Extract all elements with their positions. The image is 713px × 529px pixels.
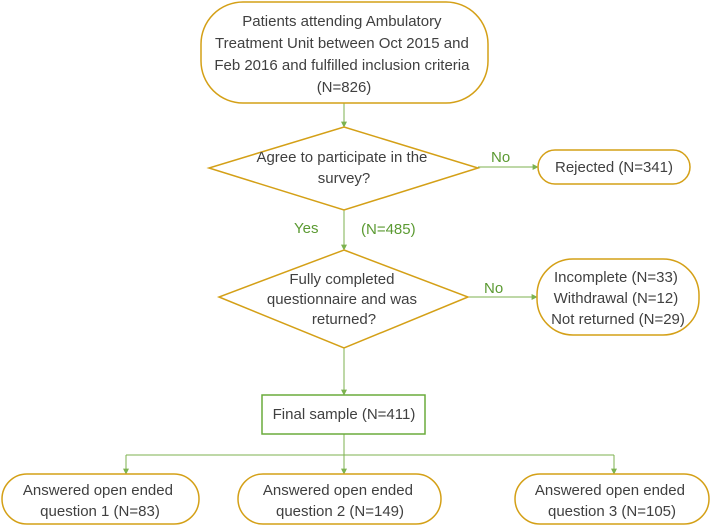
connectors xyxy=(123,103,617,475)
start-line-1: Patients attending Ambulatory xyxy=(242,13,442,30)
node-excluded: Incomplete (N=33) Withdrawal (N=12) Not … xyxy=(536,258,700,336)
rejected-label: Rejected (N=341) xyxy=(555,159,673,176)
question3-line-1: Answered open ended xyxy=(535,482,685,499)
question2-line-2: question 2 (N=149) xyxy=(276,503,404,520)
start-label: Patients attending Ambulatory Treatment … xyxy=(214,13,473,96)
question2-line-1: Answered open ended xyxy=(263,482,413,499)
question1-line-1: Answered open ended xyxy=(23,482,173,499)
node-decision-participate: Agree to participate in the survey? xyxy=(206,126,481,211)
excluded-line-1: Incomplete (N=33) xyxy=(554,269,678,286)
final-sample-process-shape xyxy=(261,394,426,435)
participate-decision-shape xyxy=(206,126,481,211)
completed-line-2: questionnaire and was xyxy=(267,291,417,308)
final-sample-label: Final sample (N=411) xyxy=(273,406,416,423)
node-question-3: Answered open ended question 3 (N=105) xyxy=(514,473,710,525)
excluded-line-2: Withdrawal (N=12) xyxy=(554,290,679,307)
question3-terminal-shape xyxy=(514,473,710,525)
start-line-3: Feb 2016 and fulfilled inclusion criteri… xyxy=(214,57,470,74)
edge-labels: No Yes (N=485) No xyxy=(294,149,510,297)
participate-label: Agree to participate in the survey? xyxy=(256,149,431,187)
excluded-terminal-shape xyxy=(536,258,700,336)
label-yes-participate: Yes xyxy=(294,220,318,237)
excluded-line-3: Not returned (N=29) xyxy=(551,311,685,328)
node-start: Patients attending Ambulatory Treatment … xyxy=(200,1,489,104)
participate-line-1: Agree to participate in the xyxy=(256,149,427,166)
label-count-participate: (N=485) xyxy=(361,221,416,238)
participate-line-2: survey? xyxy=(318,170,371,187)
question2-terminal-shape xyxy=(237,473,442,525)
completed-label: Fully completed questionnaire and was re… xyxy=(267,271,421,328)
question1-line-2: question 1 (N=83) xyxy=(40,503,160,520)
question1-label: Answered open ended question 1 (N=83) xyxy=(23,482,177,520)
completed-line-3: returned? xyxy=(312,311,376,328)
question1-terminal-shape xyxy=(1,473,200,525)
rejected-terminal-shape xyxy=(537,149,691,185)
node-decision-completed: Fully completed questionnaire and was re… xyxy=(216,249,471,349)
start-terminal-shape xyxy=(200,1,489,104)
start-line-4: (N=826) xyxy=(317,79,372,96)
question2-label: Answered open ended question 2 (N=149) xyxy=(263,482,417,520)
completed-decision-shape xyxy=(216,249,471,349)
excluded-label: Incomplete (N=33) Withdrawal (N=12) Not … xyxy=(551,269,685,328)
node-question-2: Answered open ended question 2 (N=149) xyxy=(237,473,442,525)
start-line-2: Treatment Unit between Oct 2015 and xyxy=(215,35,469,52)
node-question-1: Answered open ended question 1 (N=83) xyxy=(1,473,200,525)
label-no-completed: No xyxy=(484,280,503,297)
question3-label: Answered open ended question 3 (N=105) xyxy=(535,482,689,520)
completed-line-1: Fully completed xyxy=(289,271,394,288)
final-sample-line-1: Final sample (N=411) xyxy=(273,406,416,423)
rejected-line-1: Rejected (N=341) xyxy=(555,159,673,176)
node-final-sample: Final sample (N=411) xyxy=(261,394,426,435)
node-rejected: Rejected (N=341) xyxy=(537,149,691,185)
label-no-participate: No xyxy=(491,149,510,166)
question3-line-2: question 3 (N=105) xyxy=(548,503,676,520)
